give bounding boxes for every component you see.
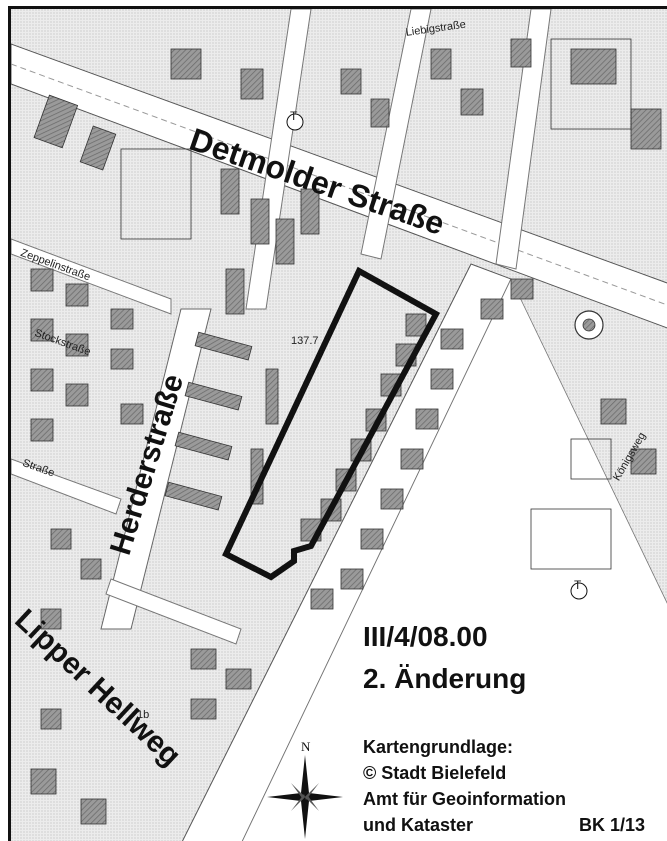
marker-circle-right — [570, 582, 588, 600]
compass-rose — [267, 755, 343, 839]
credit-scale: BK 1/13 — [579, 815, 646, 835]
credit-line-3: Amt für Geoinformation — [363, 789, 566, 809]
compass-north-label: N — [301, 739, 311, 754]
credit-line-1: Kartengrundlage: — [363, 737, 514, 757]
label-house-number: 1b — [137, 709, 150, 721]
building-outlines — [120, 38, 632, 570]
plan-code: III/4/08.00 — [363, 621, 488, 652]
marker-circle-top — [286, 113, 304, 131]
buildings — [30, 38, 662, 825]
marker-label-right: T — [574, 578, 582, 592]
roundabout — [574, 310, 604, 340]
plan-boundary — [222, 266, 441, 581]
map-frame: Detmolder Straße Herderstraße Lipper Hel… — [8, 6, 667, 841]
map-canvas — [11, 9, 667, 841]
marker-label-top: T — [290, 109, 298, 123]
credit-line-4: und Kataster — [363, 815, 474, 835]
credit-line-2: © Stadt Bielefeld — [363, 763, 507, 783]
plan-revision: 2. Änderung — [363, 663, 527, 694]
road-herderstrasse — [100, 308, 212, 630]
label-elevation: 137.7 — [291, 335, 319, 347]
